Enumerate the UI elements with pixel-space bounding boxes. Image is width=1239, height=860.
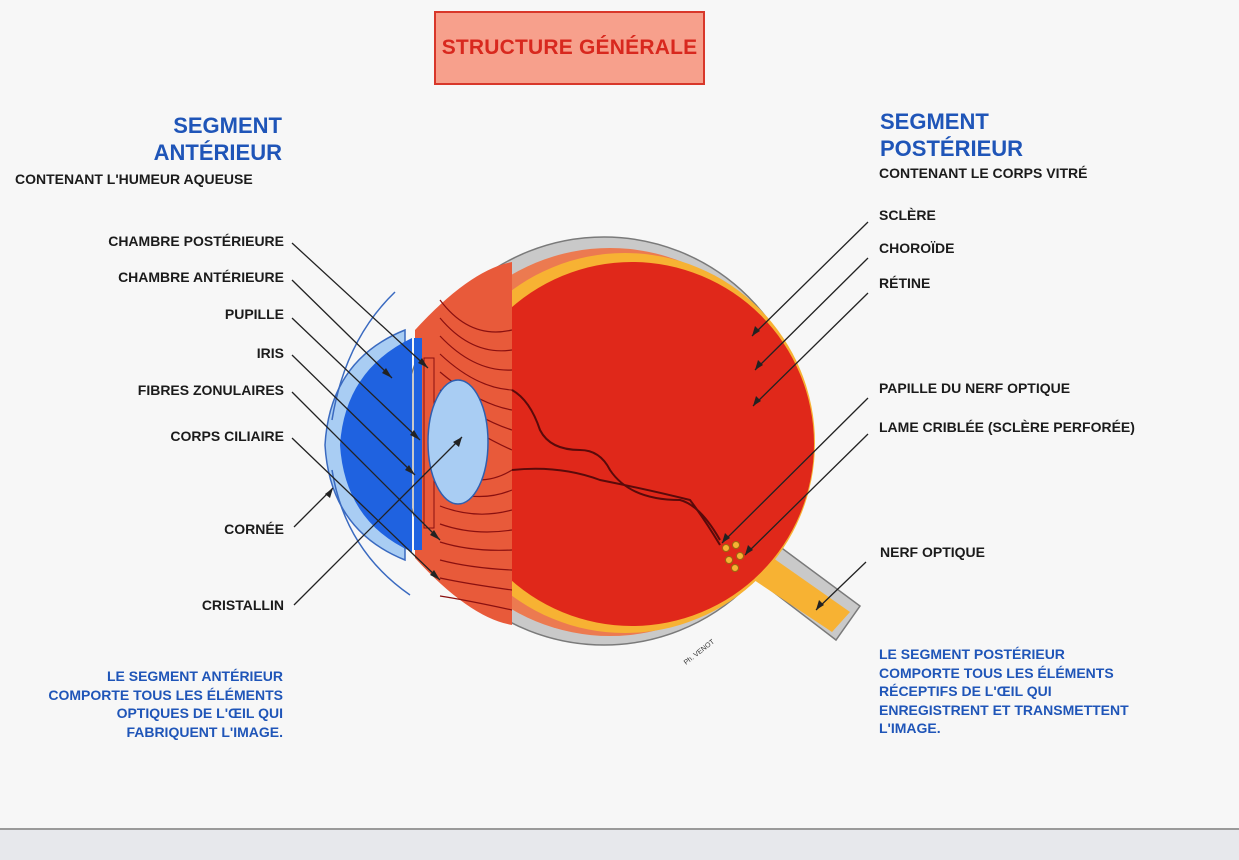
leader-lines-left <box>291 242 463 606</box>
label-lame-criblee: LAME CRIBLÉE (SCLÈRE PERFORÉE) <box>879 419 1135 435</box>
lamina-cribrosa <box>722 541 744 572</box>
posterior-note-line: ENREGISTRENT ET TRANSMETTENT <box>879 701 1129 718</box>
leader-lines-right <box>721 221 869 611</box>
anterior-subtitle: CONTENANT L'HUMEUR AQUEUSE <box>15 171 253 187</box>
posterior-heading-line1: SEGMENT <box>880 109 989 134</box>
posterior-note-line: LE SEGMENT POSTÉRIEUR <box>879 646 1065 662</box>
leader-arrowheads-right <box>722 326 824 610</box>
posterior-heading: SEGMENT POSTÉRIEUR <box>880 108 1023 162</box>
anterior-heading: SEGMENT ANTÉRIEUR <box>154 112 282 166</box>
anterior-note-line: FABRIQUENT L'IMAGE. <box>126 723 283 740</box>
posterior-note: LE SEGMENT POSTÉRIEUR COMPORTE TOUS LES … <box>879 645 1129 738</box>
iris <box>414 338 422 550</box>
leader-arrowheads-left <box>325 358 462 580</box>
retinal-vessel <box>511 389 721 541</box>
posterior-note-line: COMPORTE TOUS LES ÉLÉMENTS <box>879 664 1114 681</box>
label-cornee: CORNÉE <box>224 521 284 537</box>
signature: Ph. VENOT <box>683 638 717 666</box>
label-fibres-zonulaires: FIBRES ZONULAIRES <box>137 382 284 398</box>
label-chambre-posterieure: CHAMBRE POSTÉRIEURE <box>108 233 284 249</box>
anterior-chamber <box>340 338 412 552</box>
label-choroide: CHOROÏDE <box>879 240 955 256</box>
anterior-heading-line1: SEGMENT <box>173 113 282 138</box>
label-pupille: PUPILLE <box>224 306 284 322</box>
posterior-note-line: RÉCEPTIFS DE L'ŒIL QUI <box>879 683 1052 699</box>
anterior-note-line: LE SEGMENT ANTÉRIEUR <box>106 668 283 684</box>
page-title: STRUCTURE GÉNÉRALE <box>434 11 705 85</box>
anterior-note: LE SEGMENT ANTÉRIEUR COMPORTE TOUS LES É… <box>48 667 283 741</box>
posterior-note-line: L'IMAGE. <box>879 720 941 736</box>
label-retine: RÉTINE <box>879 275 931 291</box>
anterior-note-line: COMPORTE TOUS LES ÉLÉMENTS <box>48 686 283 703</box>
label-papille-nerf-optique: PAPILLE DU NERF OPTIQUE <box>879 380 1071 396</box>
conjunctiva <box>331 291 396 421</box>
label-chambre-anterieure: CHAMBRE ANTÉRIEURE <box>118 269 284 285</box>
page-bottom-strip <box>0 828 1239 860</box>
label-sclere: SCLÈRE <box>879 207 936 223</box>
retinal-vessel <box>511 467 721 546</box>
anterior-note-line: OPTIQUES DE L'ŒIL QUI <box>116 705 283 721</box>
posterior-subtitle: CONTENANT LE CORPS VITRÉ <box>879 165 1088 181</box>
label-cristallin: CRISTALLIN <box>201 597 284 613</box>
vitreous-body <box>450 262 814 626</box>
anterior-heading-line2: ANTÉRIEUR <box>153 140 282 165</box>
label-nerf-optique: NERF OPTIQUE <box>880 544 986 560</box>
label-corps-ciliaire: CORPS CILIAIRE <box>170 428 284 444</box>
posterior-heading-line2: POSTÉRIEUR <box>880 136 1024 161</box>
label-iris: IRIS <box>256 345 284 361</box>
